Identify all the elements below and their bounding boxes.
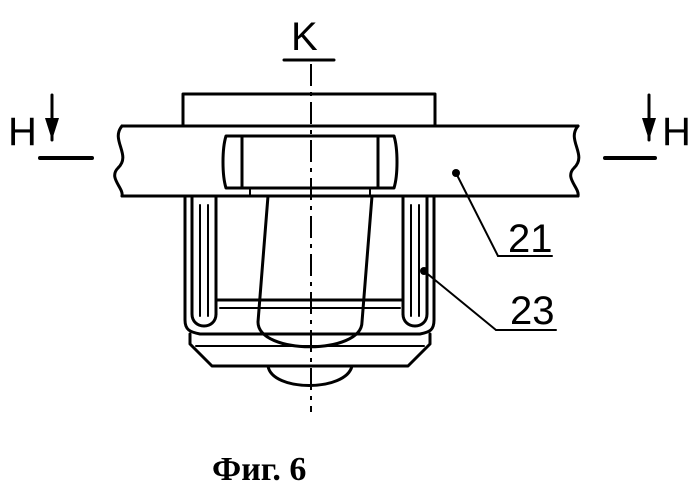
- section-label-left: H: [8, 110, 37, 154]
- section-arrow-left: [40, 95, 92, 158]
- pin-left: [192, 196, 216, 326]
- bolt-shank: [258, 196, 372, 347]
- bracket-body: [185, 196, 434, 334]
- pin-right-23: [403, 196, 427, 326]
- callout-label-21: 21: [508, 217, 553, 261]
- view-label-k: K: [291, 15, 318, 59]
- top-flange: [183, 94, 435, 126]
- figure-caption: Фиг. 6: [212, 451, 306, 488]
- callout-label-23: 23: [510, 289, 555, 333]
- section-arrow-right: [605, 95, 656, 158]
- section-label-right: H: [662, 110, 691, 154]
